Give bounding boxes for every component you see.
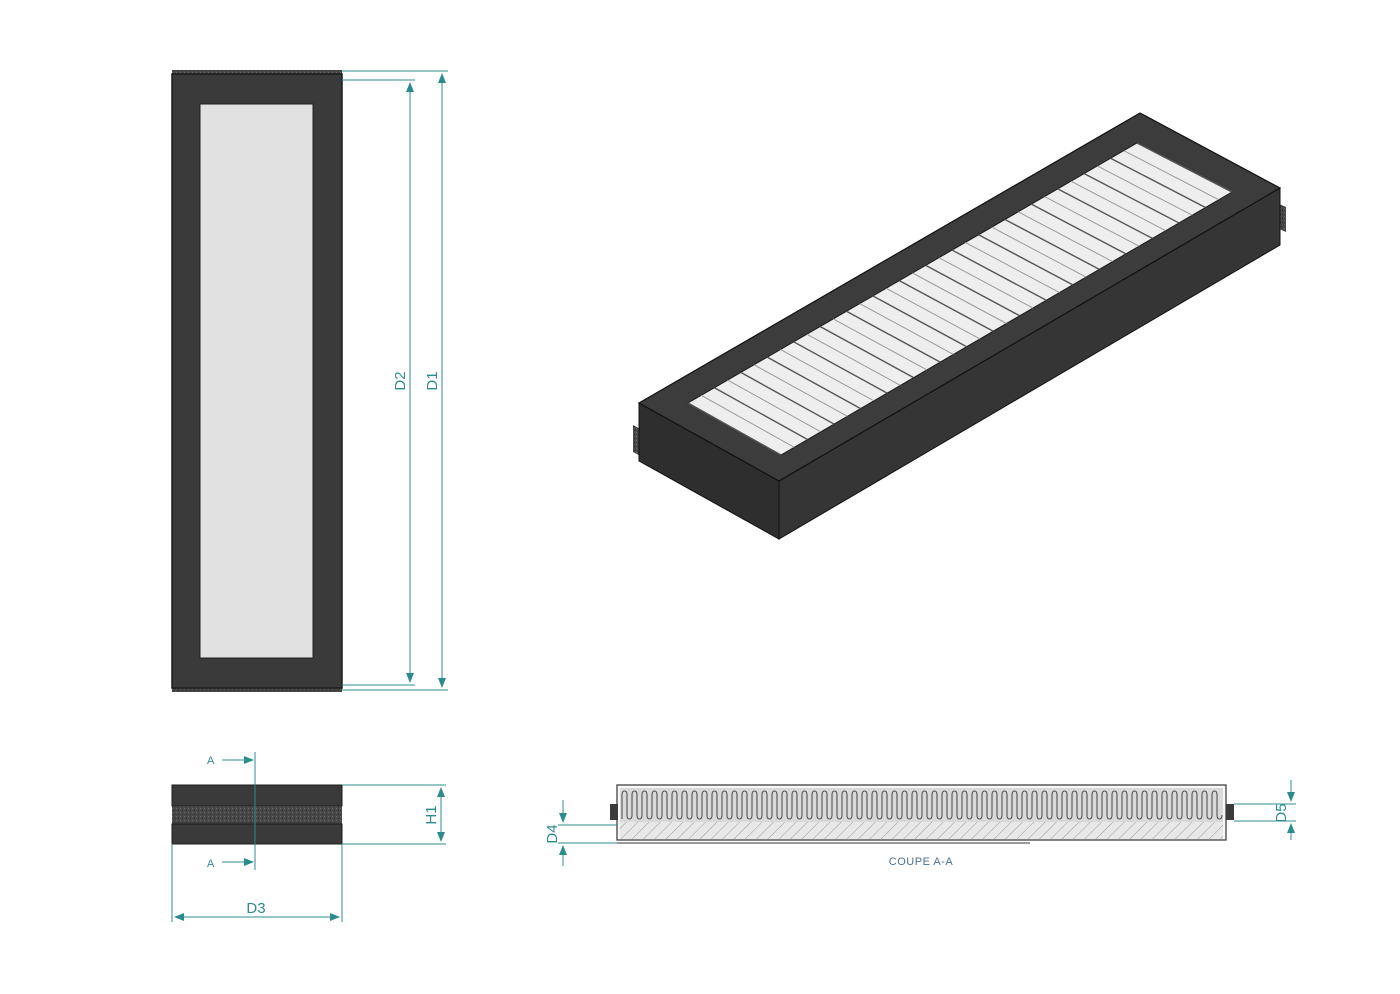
- isometric-pleat-line: [938, 257, 1034, 309]
- section-marker-top: A: [207, 755, 215, 767]
- dimension-d2: D2: [342, 79, 415, 686]
- isometric-pleat-line: [1017, 211, 1113, 263]
- section-view-tab-right: [1226, 804, 1234, 820]
- isometric-pleat-line: [846, 310, 941, 363]
- isometric-pleat-line: [1110, 157, 1206, 209]
- isometric-pleat-line: [1004, 218, 1100, 270]
- dimension-d1-label: D1: [424, 371, 441, 390]
- isometric-pleat-line: [833, 318, 928, 371]
- dimension-d4: D4: [544, 800, 617, 866]
- isometric-pleat-line: [1057, 188, 1153, 240]
- dimension-h1-label: H1: [423, 805, 440, 824]
- isometric-pleat-line: [912, 272, 1007, 324]
- isometric-pleat-line: [991, 226, 1087, 278]
- isometric-pleat-line: [898, 280, 994, 332]
- isometric-view: [633, 112, 1286, 540]
- side-view-foam: [172, 806, 342, 824]
- section-view-tab-left: [610, 804, 618, 820]
- isometric-pleat-line: [806, 333, 901, 386]
- isometric-pleat-line: [1031, 203, 1127, 255]
- isometric-pleat-line: [1044, 196, 1140, 247]
- isometric-pleat-line: [872, 295, 968, 348]
- isometric-pleat-line: [951, 249, 1047, 301]
- isometric-pleat-line: [965, 241, 1060, 294]
- dimension-d4-label: D4: [544, 824, 561, 843]
- section-caption: COUPE A-A: [889, 856, 954, 868]
- isometric-pleat-line: [859, 303, 954, 355]
- isometric-pleat-line: [793, 341, 888, 394]
- section-marker-bottom: A: [207, 858, 215, 870]
- dimension-d1: D1: [342, 70, 448, 691]
- isometric-pleat-line: [727, 379, 822, 433]
- dimension-d3-label: D3: [246, 900, 265, 917]
- side-view-bottom-frame: [171, 823, 343, 845]
- section-view: COUPE A-A: [610, 784, 1234, 868]
- front-view: [171, 70, 343, 692]
- section-view-hatch: [620, 822, 1223, 839]
- isometric-pleat-line: [819, 325, 914, 379]
- section-view-pleats: [621, 790, 1223, 820]
- isometric-pleat-line: [1136, 142, 1233, 193]
- isometric-pleats: [687, 142, 1233, 456]
- isometric-pleat-line: [1083, 172, 1180, 224]
- isometric-pleat-line: [885, 287, 981, 340]
- side-view: A A: [171, 752, 343, 870]
- isometric-pleat-line: [700, 394, 795, 448]
- dimension-d5: D5: [1234, 780, 1296, 840]
- isometric-pleat-line: [714, 387, 808, 441]
- dimension-d3: D3: [171, 844, 343, 922]
- isometric-pleat-line: [687, 402, 782, 456]
- dimension-d5-label: D5: [1273, 803, 1290, 822]
- section-pleat-path: [621, 790, 1223, 820]
- isometric-pleat-line: [740, 371, 835, 425]
- isometric-pleat-line: [925, 264, 1021, 317]
- isometric-pleat-line: [1123, 150, 1219, 201]
- isometric-pleat-line: [766, 356, 861, 410]
- isometric-pleat-line: [1097, 165, 1193, 216]
- dimension-d2-label: D2: [392, 371, 409, 390]
- isometric-pleat-line: [780, 349, 875, 402]
- isometric-pleat-line: [978, 234, 1074, 286]
- side-view-top-frame: [171, 784, 343, 807]
- dimension-h1: H1: [342, 784, 446, 845]
- isometric-pleat-line: [753, 364, 848, 417]
- isometric-pleat-line: [1070, 180, 1166, 232]
- front-view-window: [199, 103, 314, 659]
